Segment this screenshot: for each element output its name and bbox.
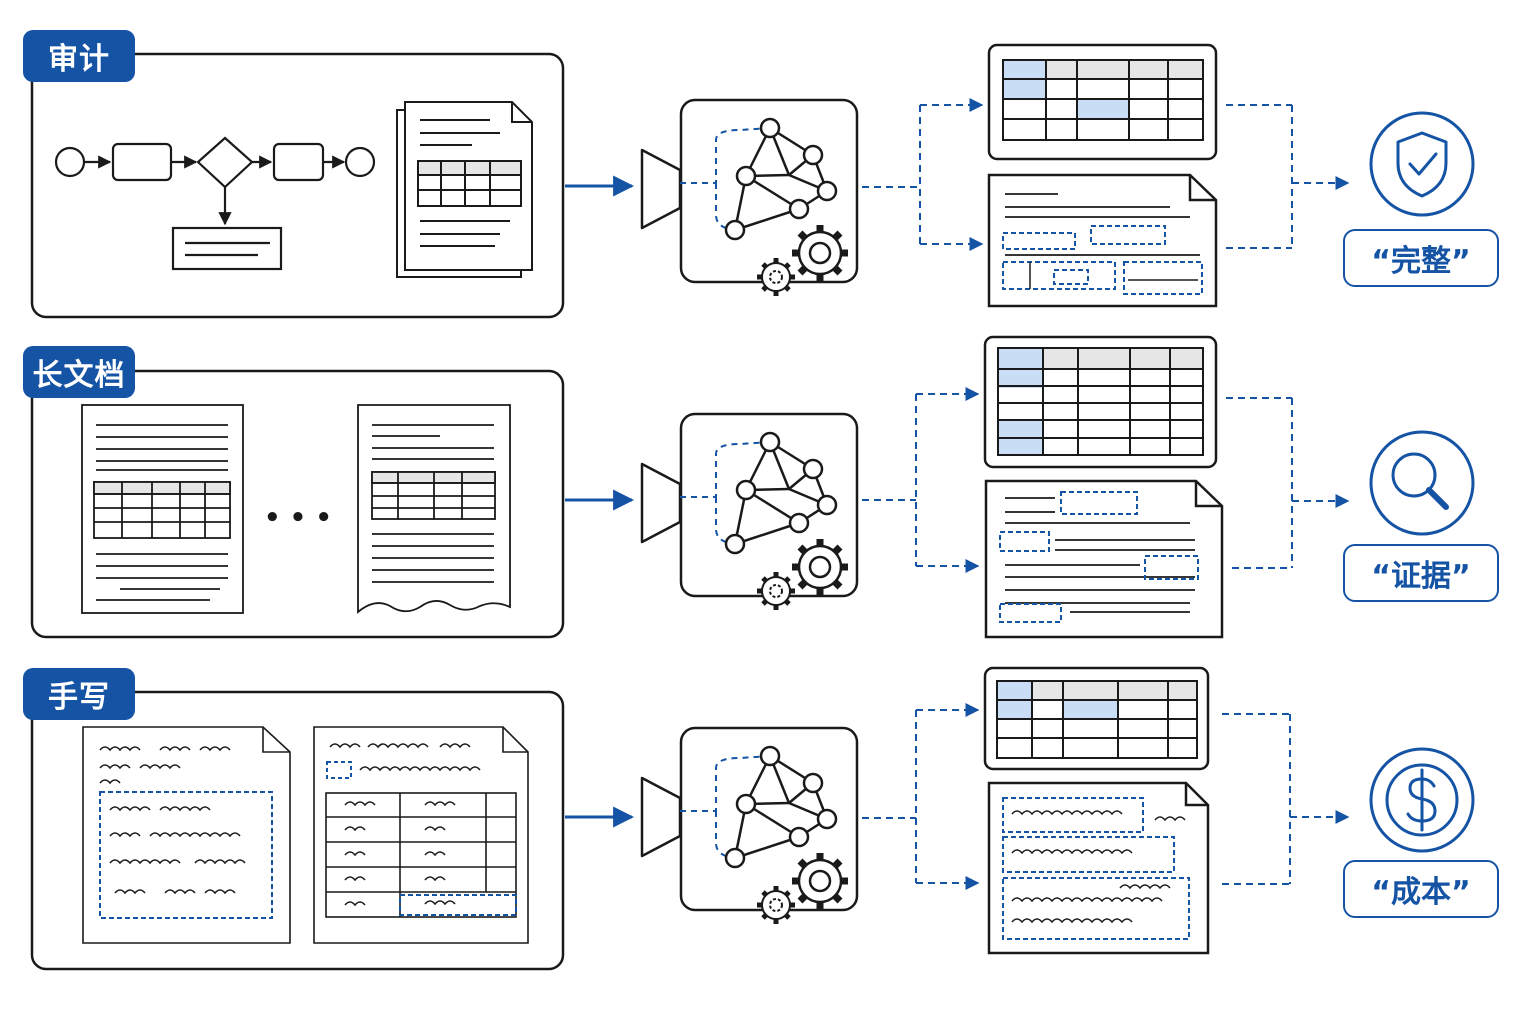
category-tag-long-document: 长文档 <box>23 346 135 398</box>
merge-connector <box>1226 397 1350 569</box>
row-handwriting <box>30 666 1475 971</box>
split-connector <box>862 387 980 573</box>
model-icon <box>642 414 857 610</box>
output-document-icon <box>987 781 1210 955</box>
stacked-document-icon <box>396 101 533 278</box>
dollar-icon <box>1369 747 1475 853</box>
ellipsis: • • • <box>264 503 332 533</box>
split-connector <box>862 703 980 890</box>
split-connector <box>862 98 984 251</box>
model-icon <box>642 100 857 296</box>
outcome-label-complete: “完整” <box>1343 229 1499 287</box>
merge-connector <box>1226 104 1350 249</box>
handwritten-table-page-icon <box>313 726 529 944</box>
torn-document-icon <box>357 404 511 614</box>
handwritten-page-icon <box>82 726 291 944</box>
outcome-label-cost: “成本” <box>1343 860 1499 918</box>
row-audit <box>30 43 1475 319</box>
flowchart-icon <box>54 136 376 271</box>
document-page-icon <box>81 404 244 614</box>
output-table-icon <box>983 666 1210 771</box>
magnifier-icon <box>1369 430 1475 536</box>
output-table-icon <box>987 43 1218 161</box>
model-icon <box>642 728 857 924</box>
output-document-icon <box>984 479 1224 639</box>
category-tag-audit: 审计 <box>23 30 135 82</box>
row-long-document: • • • <box>30 335 1475 639</box>
outcome-label-evidence: “证据” <box>1343 544 1499 602</box>
category-tag-handwriting: 手写 <box>23 668 135 720</box>
output-table-icon <box>983 335 1218 469</box>
merge-connector <box>1222 713 1350 885</box>
shield-check-icon <box>1369 111 1475 217</box>
output-document-icon <box>987 173 1218 308</box>
